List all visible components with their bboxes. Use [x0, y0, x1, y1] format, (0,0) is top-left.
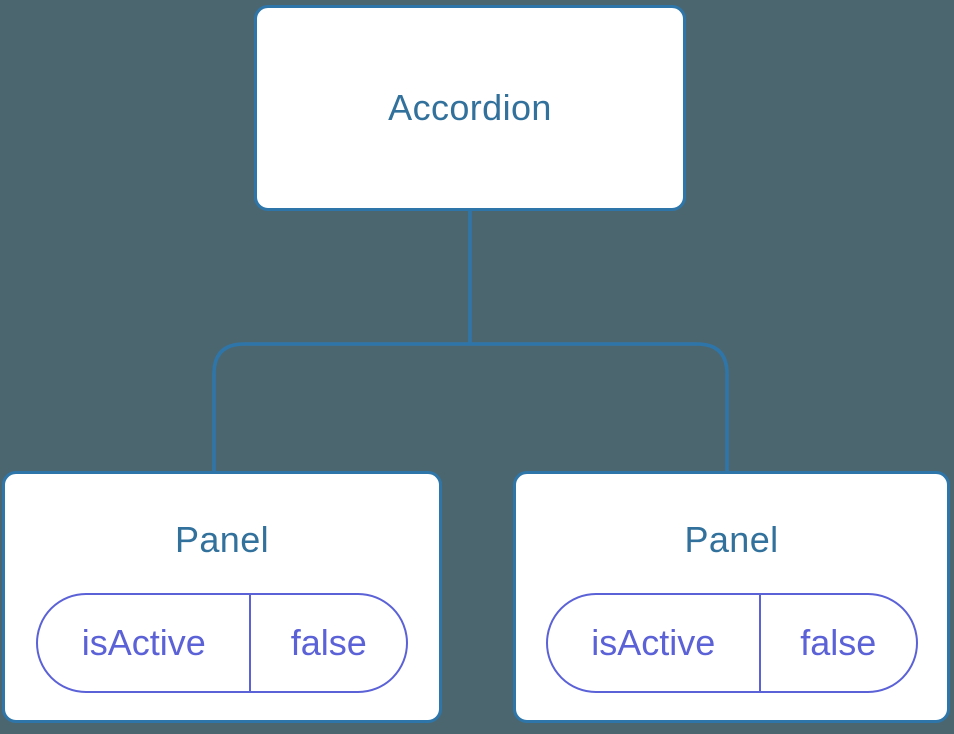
state-value: false — [800, 622, 877, 663]
state-key-cell: isActive — [38, 595, 252, 691]
state-value-cell: false — [761, 595, 916, 691]
node-title: Panel — [684, 519, 779, 560]
node-title: Accordion — [388, 87, 552, 128]
state-value: false — [290, 622, 367, 663]
panel-node: Panel isActive false — [513, 471, 950, 723]
state-key-cell: isActive — [548, 595, 761, 691]
node-title: Panel — [174, 519, 270, 560]
accordion-node: Accordion — [254, 5, 686, 211]
state-key: isActive — [591, 622, 716, 663]
state-value-cell: false — [251, 595, 406, 691]
panel-node: Panel isActive false — [2, 471, 442, 723]
state-pill: isActive false — [36, 593, 408, 693]
state-key: isActive — [81, 622, 206, 663]
branch-bracket-line — [212, 342, 729, 472]
state-pill: isActive false — [545, 593, 918, 693]
